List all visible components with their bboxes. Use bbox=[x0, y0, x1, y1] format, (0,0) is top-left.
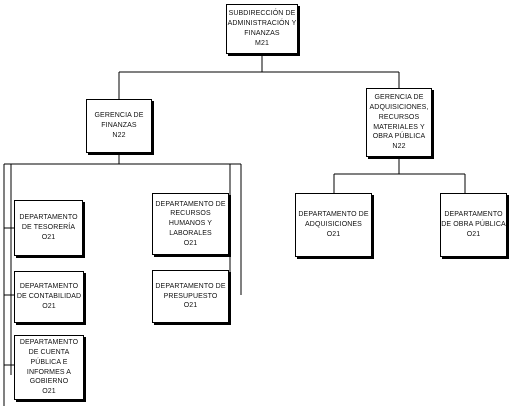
subdireccion-administracion-finanzas-box: SUBDIRECCIÓN DE ADMINISTRACIÓN Y FINANZA… bbox=[226, 4, 298, 54]
tesoreria-line-1: DEPARTAMENTO bbox=[19, 214, 78, 222]
adquisiciones-line-3: RECURSOS bbox=[378, 113, 420, 121]
contabilidad-level-code: O21 bbox=[42, 302, 56, 310]
gerencia-finanzas-box: GERENCIA DE FINANZAS N22 bbox=[86, 99, 152, 153]
finanzas-line-2: FINANZAS bbox=[101, 122, 137, 130]
recursos-humanos-line-2: RECURSOS bbox=[170, 210, 211, 218]
tesoreria-line-2: DE TESORERÍA bbox=[21, 224, 76, 232]
recursos-humanos-line-1: DEPARTAMENTO DE bbox=[155, 200, 226, 208]
adquisiciones-line-2: ADQUISICIONES, bbox=[369, 103, 429, 111]
adquisiciones-line-5: OBRA PÚBLICA bbox=[372, 133, 426, 141]
departamento-obra-publica-box: DEPARTAMENTO DE OBRA PÚBLICA O21 bbox=[440, 193, 507, 257]
departamento-cuenta-publica-box: DEPARTAMENTO DE CUENTA PÚBLICA E INFORME… bbox=[14, 335, 84, 400]
presupuesto-level-code: O21 bbox=[183, 302, 198, 310]
recursos-humanos-level-code: O21 bbox=[183, 239, 198, 247]
finanzas-line-1: GERENCIA DE bbox=[94, 112, 144, 120]
cuenta-publica-line-4: INFORMES A bbox=[26, 368, 72, 376]
presupuesto-line-2: PRESUPUESTO bbox=[163, 292, 218, 300]
root-line-2: ADMINISTRACIÓN Y bbox=[227, 20, 297, 28]
dept-adquisiciones-line-2: ADQUISICIONES bbox=[305, 221, 362, 229]
cuenta-publica-line-2: DE CUENTA bbox=[28, 348, 70, 356]
contabilidad-line-2: DE CONTABILIDAD bbox=[16, 293, 82, 301]
recursos-humanos-line-4: LABORALES bbox=[169, 229, 212, 237]
departamento-presupuesto-box: DEPARTAMENTO DE PRESUPUESTO O21 bbox=[152, 270, 229, 323]
cuenta-publica-level-code: O21 bbox=[42, 388, 56, 396]
departamento-tesoreria-box: DEPARTAMENTO DE TESORERÍA O21 bbox=[14, 200, 83, 256]
recursos-humanos-line-3: HUMANOS Y bbox=[168, 220, 213, 228]
departamento-recursos-humanos-box: DEPARTAMENTO DE RECURSOS HUMANOS Y LABOR… bbox=[152, 193, 229, 255]
obra-publica-line-2: DE OBRA PÚBLICA bbox=[441, 221, 506, 229]
tesoreria-level-code: O21 bbox=[41, 233, 56, 241]
dept-adquisiciones-line-1: DEPARTAMENTO DE bbox=[298, 211, 369, 219]
adquisiciones-level-code: N22 bbox=[392, 143, 406, 151]
contabilidad-line-1: DEPARTAMENTO bbox=[19, 283, 79, 291]
adquisiciones-line-1: GERENCIA DE bbox=[374, 94, 424, 102]
adquisiciones-line-4: MATERIALES Y bbox=[373, 123, 425, 131]
root-line-3: FINANZAS bbox=[244, 30, 280, 37]
departamento-contabilidad-box: DEPARTAMENTO DE CONTABILIDAD O21 bbox=[14, 271, 84, 323]
obra-publica-level-code: O21 bbox=[466, 230, 481, 238]
presupuesto-line-1: DEPARTAMENTO DE bbox=[155, 282, 226, 290]
cuenta-publica-line-1: DEPARTAMENTO bbox=[19, 339, 79, 347]
dept-adquisiciones-level-code: O21 bbox=[326, 230, 341, 238]
gerencia-adquisiciones-box: GERENCIA DE ADQUISICIONES, RECURSOS MATE… bbox=[366, 88, 432, 157]
cuenta-publica-line-3: PÚBLICA E bbox=[30, 358, 68, 366]
departamento-adquisiciones-box: DEPARTAMENTO DE ADQUISICIONES O21 bbox=[295, 193, 372, 257]
obra-publica-line-1: DEPARTAMENTO bbox=[444, 211, 503, 219]
finanzas-level-code: N22 bbox=[112, 131, 126, 139]
root-line-1: SUBDIRECCIÓN DE bbox=[228, 10, 296, 18]
root-level-code: M21 bbox=[255, 39, 269, 47]
cuenta-publica-line-5: GOBIERNO bbox=[29, 378, 69, 386]
